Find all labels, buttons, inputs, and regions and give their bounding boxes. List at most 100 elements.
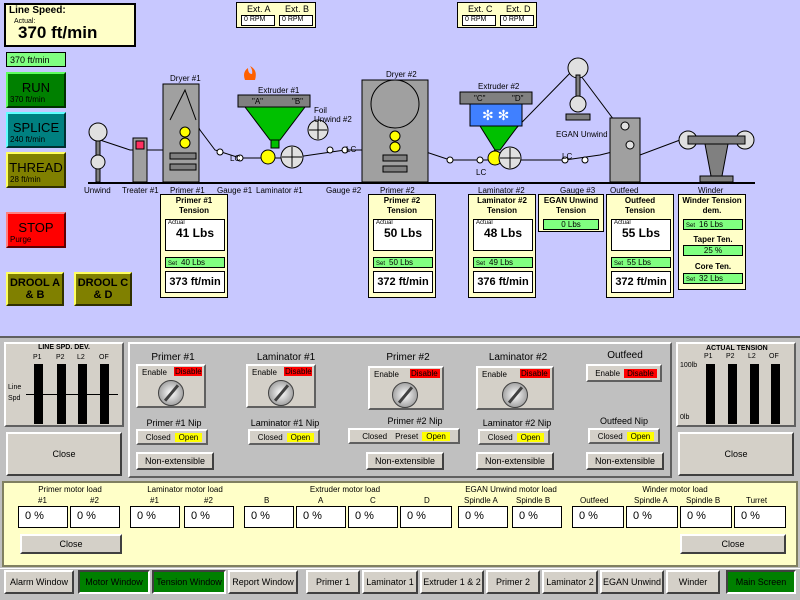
line-speed-set[interactable]: 370 ft/min: [6, 52, 66, 67]
laminator2-enable[interactable]: Enable: [482, 370, 507, 379]
line-spd-dev-close-button[interactable]: Close: [6, 432, 122, 476]
egan-tension-value[interactable]: 0 Lbs: [543, 219, 599, 230]
outfeed-disable[interactable]: Disable: [624, 368, 657, 378]
primer1-nip-closed[interactable]: Closed: [145, 432, 171, 442]
mode-button-run[interactable]: RUN 370 ft/min: [6, 72, 66, 108]
primer2-nip-open[interactable]: Open: [422, 431, 450, 441]
taskbar-alarm-window[interactable]: Alarm Window: [4, 570, 74, 594]
laminator1-disable[interactable]: Disable: [284, 367, 312, 376]
laminator2-disable[interactable]: Disable: [520, 369, 550, 378]
egan-load-title: EGAN Unwind motor load: [465, 485, 557, 494]
winder-set-value: 16 Lbs: [699, 220, 724, 229]
laminator2-tension-actual-box: Actual 48 Lbs: [473, 219, 533, 251]
line-speed-title: Line Speed:: [9, 5, 66, 16]
laminator2-set-value: 49 Lbs: [489, 258, 514, 267]
lsd-col-p2: P2: [56, 354, 65, 361]
primer1-nip-open[interactable]: Open: [174, 432, 203, 442]
primer2-enable[interactable]: Enable: [374, 370, 399, 379]
at-col-p1: P1: [704, 353, 713, 360]
primer2-disable[interactable]: Disable: [410, 369, 440, 378]
primer1-switch: Enable Disable: [136, 364, 206, 408]
winder-load-turret: 0 %: [734, 506, 786, 528]
lsd-col-of: OF: [99, 354, 109, 361]
motor-load-close-right[interactable]: Close: [680, 534, 786, 554]
extruder-load-a: 0 %: [296, 506, 346, 528]
stop-sub: Purge: [10, 235, 32, 244]
actual-tension-close-button[interactable]: Close: [678, 432, 794, 476]
primer2-nip-closed[interactable]: Closed: [362, 431, 388, 441]
outfeed-nip: Closed Open: [588, 428, 660, 444]
outfeed-nip-closed[interactable]: Closed: [597, 431, 623, 441]
primer1-enable[interactable]: Enable: [142, 368, 167, 377]
extruder-load-ha: A: [318, 496, 324, 505]
primer1-title: Primer #1: [151, 352, 195, 363]
at-bar-p1: [706, 364, 715, 424]
extruder-ab-rpm: Ext. A Ext. B 0 RPM 0 RPM: [236, 2, 316, 28]
taskbar-primer-2[interactable]: Primer 2: [486, 570, 540, 594]
laminator1-selector-knob[interactable]: [268, 380, 294, 406]
motor-load-close-left[interactable]: Close: [20, 534, 122, 554]
taskbar-winder[interactable]: Winder: [666, 570, 720, 594]
at-col-p2: P2: [726, 353, 735, 360]
extruder-load-c: 0 %: [348, 506, 398, 528]
taper-value[interactable]: 25 %: [683, 245, 743, 256]
primer1-disable[interactable]: Disable: [174, 367, 202, 376]
laminator1-nip-closed[interactable]: Closed: [257, 432, 283, 442]
mode-run-label: RUN: [21, 80, 51, 95]
primer2-nonext-button[interactable]: Non-extensible: [366, 452, 444, 470]
mode-run-speed: 370 ft/min: [10, 95, 46, 104]
taskbar-tension-window[interactable]: Tension Window: [152, 570, 226, 594]
extruder-load-title: Extruder motor load: [309, 485, 381, 494]
egan-tension-title: EGAN Unwind Tension: [543, 196, 599, 215]
extruder-load-hd: D: [424, 496, 430, 505]
laminator2-nip-open[interactable]: Open: [516, 432, 545, 442]
mode-button-splice[interactable]: SPLICE 240 ft/min: [6, 112, 66, 148]
laminator-load-h1: #1: [150, 496, 159, 505]
laminator2-nip-closed[interactable]: Closed: [487, 432, 513, 442]
laminator1-enable[interactable]: Enable: [252, 368, 277, 377]
laminator2-tension-title: Laminator #2 Tension: [477, 196, 527, 215]
laminator1-nip-open[interactable]: Open: [286, 432, 315, 442]
outfeed-title: Outfeed: [607, 350, 643, 361]
winder-tension-title: Winder Tension dem.: [682, 196, 742, 215]
outfeed-enable[interactable]: Enable: [595, 368, 621, 378]
outfeed-nip-open[interactable]: Open: [626, 431, 655, 441]
laminator2-selector-knob[interactable]: [502, 382, 528, 408]
taskbar-egan-unwind[interactable]: EGAN Unwind: [600, 570, 664, 594]
dryer-1: [162, 83, 200, 183]
label-extruder1: Extruder #1: [258, 86, 300, 95]
taskbar-main-screen[interactable]: Main Screen: [726, 570, 796, 594]
mode-splice-label: SPLICE: [12, 120, 60, 135]
taskbar-laminator-1[interactable]: Laminator 1: [362, 570, 418, 594]
laminator2-nonext-button[interactable]: Non-extensible: [476, 452, 554, 470]
outfeed-nonext-button[interactable]: Non-extensible: [586, 452, 664, 470]
label-laminator2: Laminator #2: [478, 186, 525, 195]
stop-button[interactable]: STOP Purge: [6, 212, 66, 248]
drool-ab-button[interactable]: DROOL A & B: [6, 272, 64, 306]
label-unwind: Unwind: [84, 186, 111, 195]
extruder-1: [237, 66, 329, 169]
taskbar-report-window[interactable]: Report Window: [228, 570, 298, 594]
drool-cd-button[interactable]: DROOL C & D: [74, 272, 132, 306]
primer2-selector-knob[interactable]: [392, 382, 418, 408]
extruder-2: ✻ ✻: [459, 91, 533, 170]
taskbar-motor-window[interactable]: Motor Window: [78, 570, 150, 594]
primer1-nonext-button[interactable]: Non-extensible: [136, 452, 214, 470]
taskbar-extruder-1-2[interactable]: Extruder 1 & 2: [420, 570, 484, 594]
taskbar-primer-1[interactable]: Primer 1: [306, 570, 360, 594]
taskbar-laminator-2[interactable]: Laminator 2: [542, 570, 598, 594]
primer1-selector-knob[interactable]: [158, 380, 184, 406]
ext-a-label: Ext. A: [247, 4, 271, 14]
mode-button-thread[interactable]: THREAD 28 ft/min: [6, 152, 66, 188]
process-diagram: ✻ ✻: [88, 57, 755, 184]
at-max: 100lb: [680, 362, 698, 369]
primer2-nip-preset[interactable]: Preset: [395, 431, 419, 441]
outfeed-set-label: Set: [614, 261, 624, 267]
